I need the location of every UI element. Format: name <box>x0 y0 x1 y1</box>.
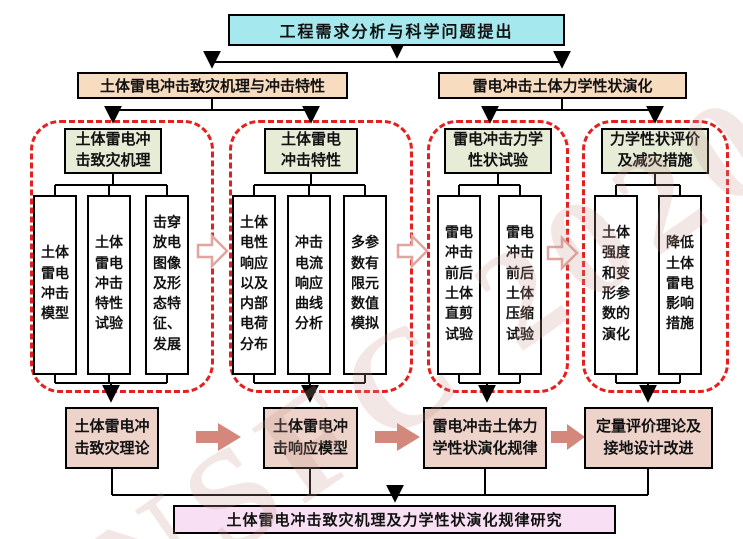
group-2-item-2: 冲击电流响应曲线分析 <box>287 195 331 375</box>
group-1-item-2: 土体雷电冲击特性试验 <box>87 195 131 375</box>
top-title-box: 工程需求分析与科学问题提出 <box>228 14 565 46</box>
group-1-header: 土体雷电冲击致灾机理 <box>64 128 162 174</box>
group-3-item-1: 雷电冲击前后土体直剪试验 <box>437 195 481 375</box>
item-label: 雷电冲击前后土体直剪试验 <box>445 226 473 343</box>
hollow-right-arrow-icons <box>196 232 579 272</box>
item-label: 土体雷电冲击模型 <box>41 246 69 323</box>
level2-left-box: 土体雷电冲击致灾机理与冲击特性 <box>77 72 348 99</box>
outcome-box-3: 雷电冲击土体力学性状演化规律 <box>423 407 547 469</box>
level2-left-label: 土体雷电冲击致灾机理与冲击特性 <box>99 79 325 95</box>
level2-right-box: 雷电冲击土体力学性状演化 <box>438 72 687 99</box>
group-1-header-label: 土体雷电冲击致灾机理 <box>75 132 151 169</box>
group-2-header-label: 土体雷电冲击特性 <box>281 132 342 169</box>
item-label: 击穿放电图像及形态特征、发展 <box>153 215 181 353</box>
arrow-right-icon <box>196 232 229 270</box>
group-1-item-3: 击穿放电图像及形态特征、发展 <box>145 195 189 375</box>
group-1-item-1: 土体雷电冲击模型 <box>33 195 77 375</box>
outcome-label: 土体雷电冲击响应模型 <box>273 418 349 458</box>
group-3-item-2: 雷电冲击前后土体压缩试验 <box>498 195 542 375</box>
outcome-label: 土体雷电冲击致灾理论 <box>74 418 150 458</box>
top-title: 工程需求分析与科学问题提出 <box>279 24 514 41</box>
arrow-right-icon <box>375 423 420 451</box>
group-4-item-1: 土体强度和变形参数的演化 <box>594 195 638 375</box>
outcome-box-4: 定量评价理论及接地设计改进 <box>584 407 713 469</box>
level2-right-label: 雷电冲击土体力学性状演化 <box>472 79 653 95</box>
item-label: 土体雷电冲击特性试验 <box>95 236 123 333</box>
group-4-header: 力学性状评价及减灾措施 <box>601 128 709 174</box>
item-label: 土体强度和变形参数的演化 <box>602 226 630 343</box>
outcome-label: 定量评价理论及接地设计改进 <box>596 418 702 458</box>
item-label: 雷电冲击前后土体压缩试验 <box>506 226 534 343</box>
item-label: 土体电性响应以及内部电荷分布 <box>240 215 268 353</box>
group-4-header-label: 力学性状评价及减灾措施 <box>610 132 701 169</box>
group-2-item-1: 土体电性响应以及内部电荷分布 <box>232 195 276 375</box>
black-connectors <box>54 40 681 503</box>
item-label: 冲击电流响应曲线分析 <box>295 236 323 333</box>
footer-summary-label: 土体雷电冲击致灾机理及力学性状演化规律研究 <box>226 513 563 529</box>
arrow-right-icon <box>196 423 241 451</box>
outcome-box-1: 土体雷电冲击致灾理论 <box>65 407 159 469</box>
arrow-right-icon <box>396 232 429 270</box>
arrow-right-icon <box>551 424 585 450</box>
group-2-item-3: 多参数有限元数值模拟 <box>343 195 387 375</box>
arrow-right-icon <box>546 234 579 272</box>
outcome-box-2: 土体雷电冲击响应模型 <box>263 407 358 469</box>
solid-right-arrow-icons <box>196 423 585 451</box>
item-label: 降低土体雷电影响措施 <box>666 236 694 333</box>
group-3-header-label: 雷电冲击力学性状试验 <box>453 132 544 169</box>
group-3-header: 雷电冲击力学性状试验 <box>444 128 552 174</box>
group-2-header: 土体雷电冲击特性 <box>264 128 358 174</box>
outcome-label: 雷电冲击土体力学性状演化规律 <box>432 418 538 458</box>
group-4-item-2: 降低土体雷电影响措施 <box>658 195 702 375</box>
footer-summary-box: 土体雷电冲击致灾机理及力学性状演化规律研究 <box>173 505 616 534</box>
item-label: 多参数有限元数值模拟 <box>351 236 379 333</box>
